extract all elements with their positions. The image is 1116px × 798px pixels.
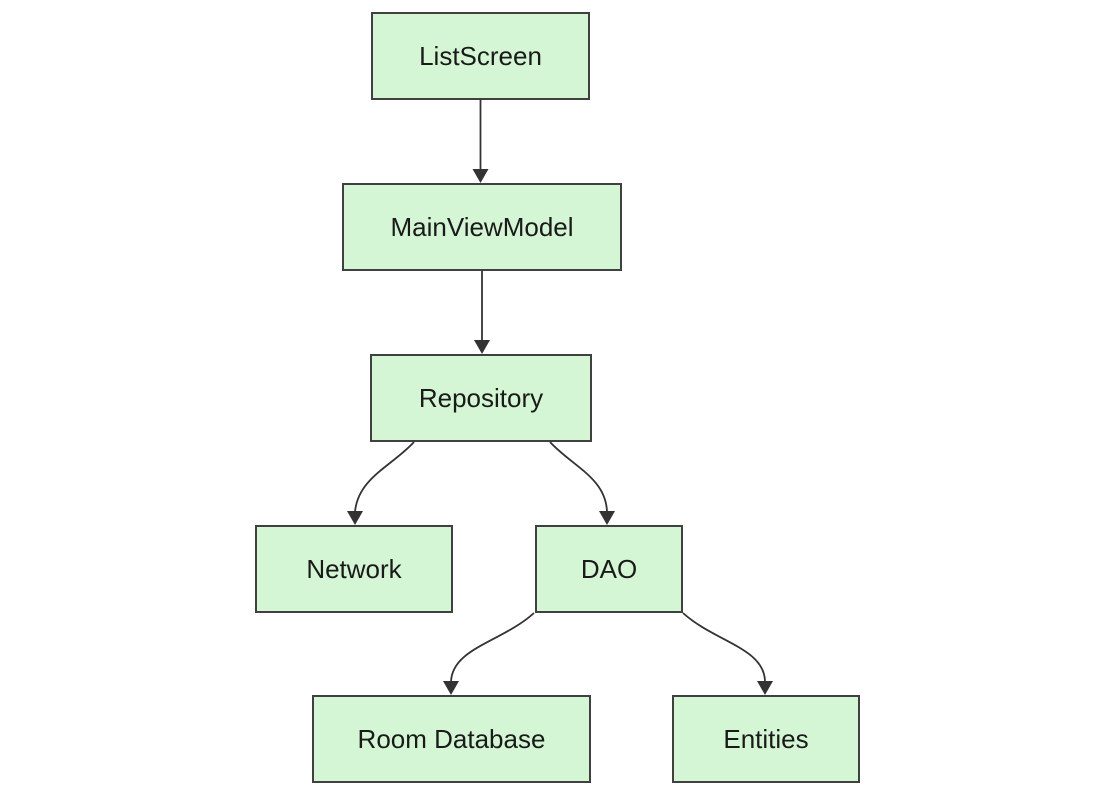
arrowhead-mainviewmodel — [472, 169, 489, 183]
edge-dao-roomdatabase — [450, 612, 535, 683]
node-dao-label: DAO — [580, 553, 638, 584]
node-entities: Entities — [672, 695, 860, 783]
node-roomdatabase: Room Database — [312, 695, 591, 783]
arrowhead-entities — [757, 681, 773, 695]
node-repository-label: Repository — [418, 382, 544, 413]
edge-repository-dao — [549, 441, 608, 513]
arrowhead-dao — [599, 511, 615, 525]
arrowhead-roomdatabase — [443, 681, 459, 695]
arrowhead-repository — [474, 340, 490, 354]
node-entities-label: Entities — [723, 723, 809, 754]
node-repository: Repository — [370, 354, 592, 442]
edge-repository-network — [354, 441, 415, 513]
node-mainviewmodel: MainViewModel — [342, 183, 622, 271]
arrowhead-network — [347, 511, 363, 525]
node-dao: DAO — [535, 525, 683, 613]
edge-dao-entities — [682, 612, 766, 683]
node-roomdatabase-label: Room Database — [357, 723, 546, 754]
node-listscreen-label: ListScreen — [419, 40, 542, 71]
node-mainviewmodel-label: MainViewModel — [390, 211, 574, 242]
node-network-label: Network — [306, 553, 402, 584]
node-listscreen: ListScreen — [371, 12, 590, 100]
node-network: Network — [255, 525, 453, 613]
